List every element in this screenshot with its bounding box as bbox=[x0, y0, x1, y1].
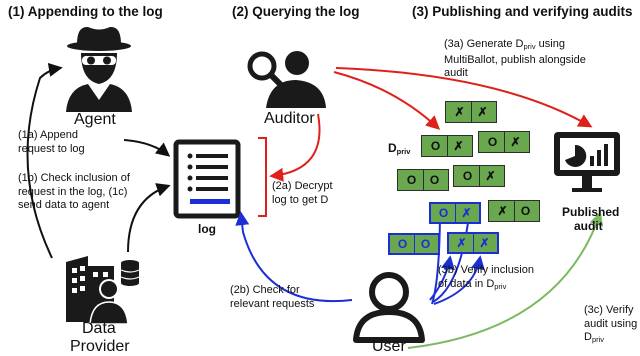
ballot-mark: ✗ bbox=[454, 204, 478, 222]
arrow-verify-inclusion-3 bbox=[429, 255, 455, 301]
published-audit-icon bbox=[554, 132, 620, 192]
ballot-mark: O bbox=[462, 169, 473, 183]
agent-label: Agent bbox=[74, 111, 116, 128]
arrow-check-inclusion bbox=[127, 183, 171, 253]
step-3b-label: (3b) Verify inclusion of data in Dpriv bbox=[438, 264, 534, 291]
dpriv-label: Dpriv bbox=[388, 141, 411, 156]
ballot-mark: O bbox=[397, 237, 408, 251]
auditor-icon bbox=[247, 51, 326, 108]
header-querying: (2) Querying the log bbox=[232, 4, 360, 19]
data-provider-label-line1: Data bbox=[82, 320, 116, 337]
agent-icon bbox=[66, 26, 132, 112]
published-audit-label-line2: audit bbox=[574, 219, 603, 233]
arrow-decrypt bbox=[269, 113, 321, 182]
ballot-mark: ✗ bbox=[454, 105, 465, 119]
log-label: log bbox=[198, 222, 216, 236]
arrow-check-relevant bbox=[235, 211, 353, 303]
user-icon bbox=[353, 272, 425, 343]
ballot-mark: O bbox=[430, 139, 441, 153]
arrow-verify-audit bbox=[407, 211, 603, 349]
auditor-label: Auditor bbox=[264, 110, 315, 127]
log-bracket bbox=[258, 137, 267, 217]
ballot-card: O✗ bbox=[453, 165, 505, 187]
header-publishing: (3) Publishing and verifying audits bbox=[412, 4, 633, 19]
ballot-card: ✗O bbox=[488, 200, 540, 222]
log-document-icon bbox=[173, 139, 241, 219]
ballot-mark: O bbox=[438, 206, 449, 220]
ballot-card: ✗✗ bbox=[447, 232, 499, 254]
ballot-card: O✗ bbox=[429, 202, 481, 224]
user-label: User bbox=[372, 338, 406, 355]
arrow-generate-dpriv bbox=[333, 71, 441, 130]
ballot-mark: ✗ bbox=[497, 204, 508, 218]
published-audit-label-line1: Published bbox=[562, 205, 620, 219]
ballot-card: O✗ bbox=[478, 131, 530, 153]
arrow-verify-inclusion-4 bbox=[433, 255, 485, 305]
arrow-send-to-agent bbox=[26, 62, 63, 259]
data-provider-icon bbox=[66, 256, 140, 325]
ballot-mark: ✗ bbox=[456, 236, 467, 250]
data-provider-label-line2: Provider bbox=[70, 338, 130, 355]
ballot-mark: O bbox=[487, 135, 498, 149]
arrow-append bbox=[123, 139, 171, 157]
ballot-mark: ✗ bbox=[470, 102, 494, 122]
ballot-mark: ✗ bbox=[472, 234, 496, 252]
ballot-card: O✗ bbox=[421, 135, 473, 157]
ballot-mark: O bbox=[413, 235, 437, 253]
step-3a-label: (3a) Generate Dpriv using MultiBallot, p… bbox=[444, 38, 586, 79]
ballot-mark: ✗ bbox=[478, 166, 502, 186]
ballot-mark: ✗ bbox=[503, 132, 527, 152]
ballot-mark: O bbox=[406, 173, 417, 187]
arrow-publish-audit bbox=[335, 67, 593, 128]
header-appending: (1) Appending to the log bbox=[8, 4, 163, 19]
ballot-mark: O bbox=[422, 170, 446, 190]
ballot-card: ✗✗ bbox=[445, 101, 497, 123]
ballot-mark: O bbox=[513, 201, 537, 221]
ballot-mark: ✗ bbox=[446, 136, 470, 156]
